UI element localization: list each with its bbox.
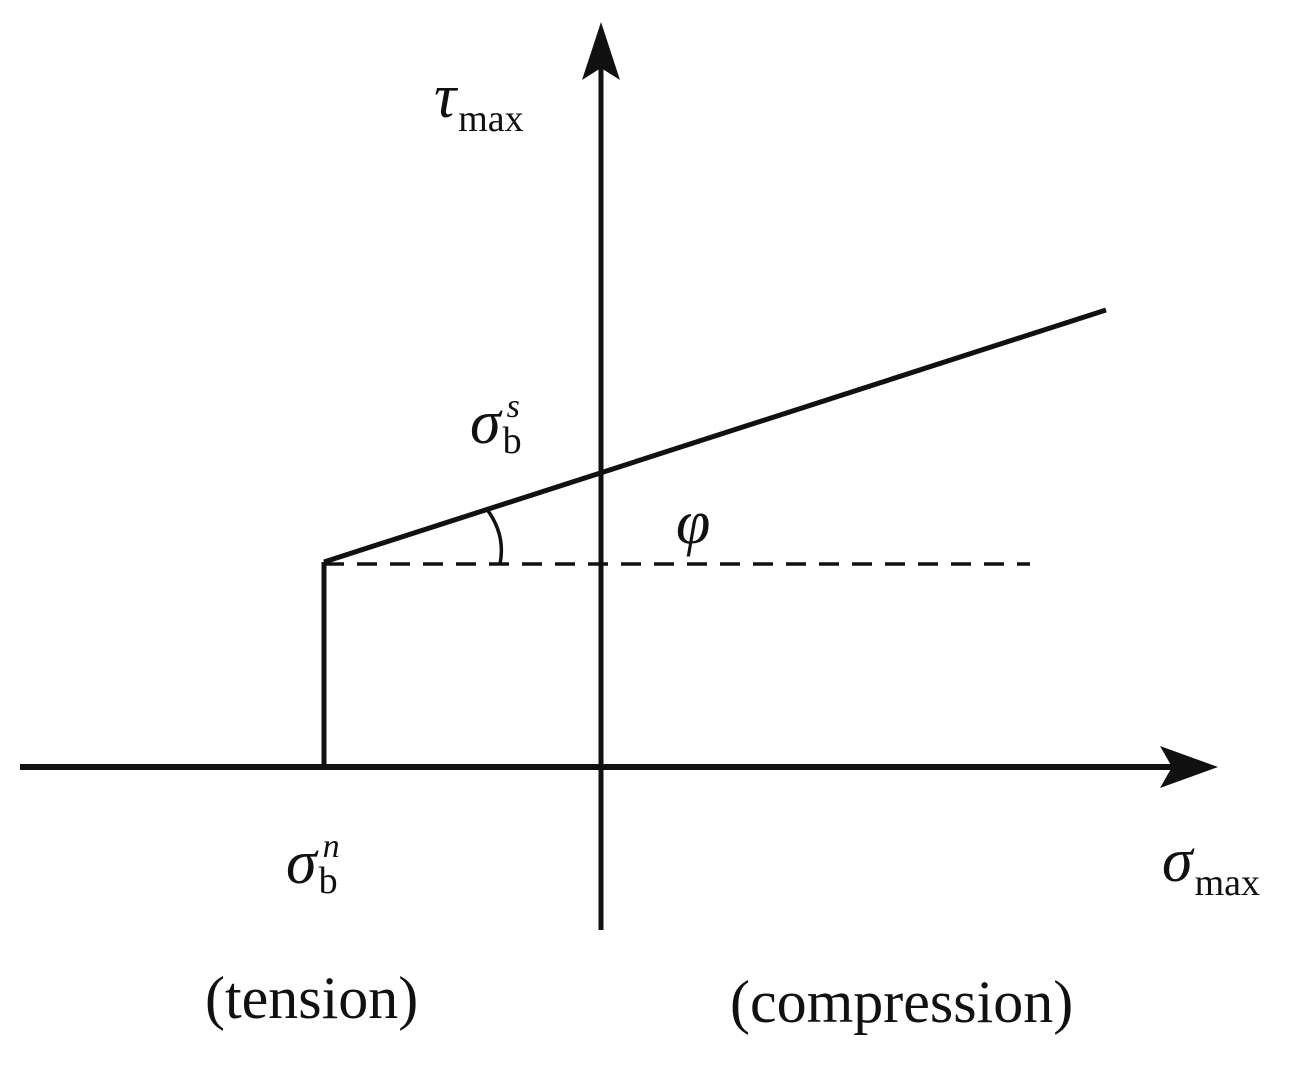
- tension-cutoff-symbol: σ: [286, 829, 317, 897]
- y-axis-arrowhead: [582, 22, 620, 80]
- x-axis-arrowhead: [1160, 746, 1218, 788]
- intercept-superscript: s: [506, 388, 520, 425]
- x-axis-subscript: max: [1194, 862, 1261, 904]
- tension-cutoff-superscript: n: [322, 828, 340, 865]
- envelope-line: [323, 307, 1107, 565]
- tension-cutoff-subscript: b: [318, 860, 338, 902]
- intercept-subscript: b: [502, 420, 522, 462]
- tension-region-label: (tension): [205, 965, 419, 1031]
- angle-arc: [484, 506, 504, 565]
- angle-label: φ: [676, 489, 711, 557]
- y-axis-symbol: τ: [434, 63, 457, 131]
- x-axis-label: σmax: [1162, 830, 1260, 902]
- y-axis-label: τmax: [434, 66, 524, 138]
- y-axis-subscript: max: [458, 98, 524, 140]
- x-axis-symbol: σ: [1162, 827, 1193, 895]
- intercept-symbol: σ: [470, 389, 501, 457]
- compression-region-label: (compression): [730, 969, 1074, 1035]
